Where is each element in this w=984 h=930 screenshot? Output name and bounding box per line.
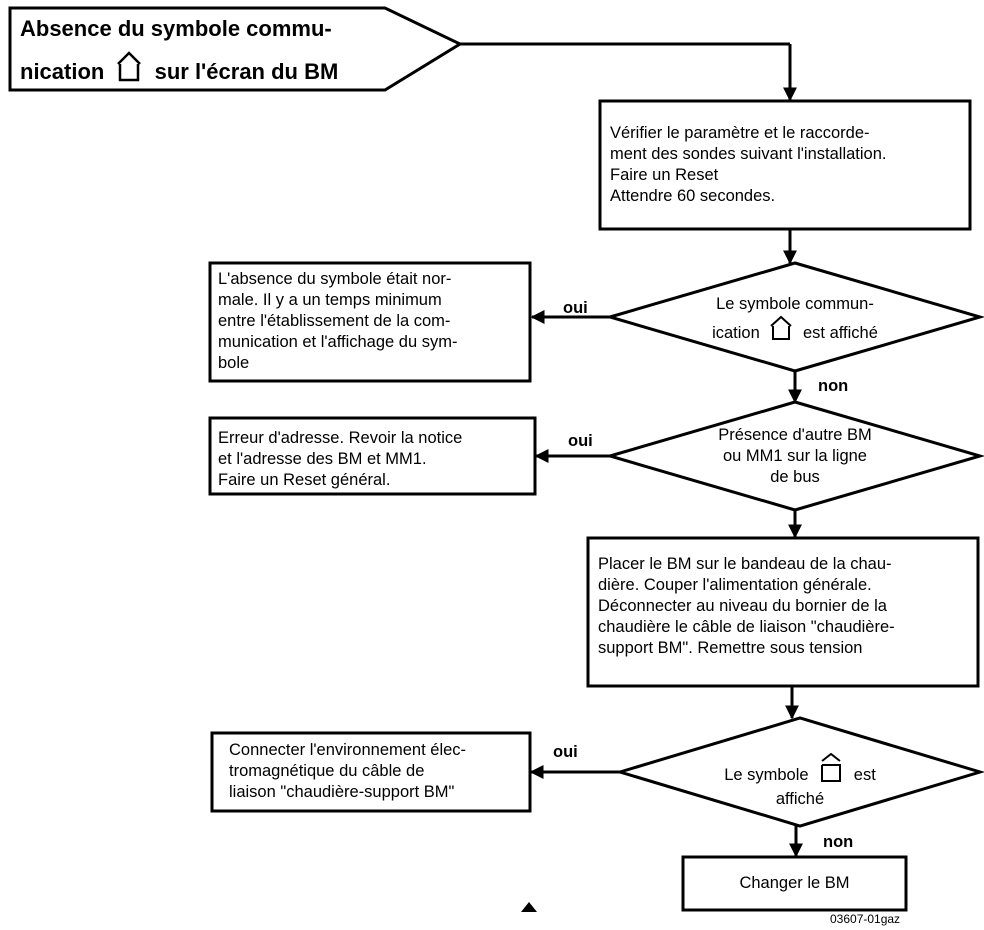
label-oui-3: oui (553, 743, 578, 761)
left1-text: L'absence du symbole était nor- male. Il… (218, 269, 457, 374)
left3-line-1: Connecter l'environnement élec- (229, 741, 467, 759)
title-line-2a: nication (20, 59, 105, 84)
decision3-line-1b: est (853, 766, 876, 784)
left1-line-4: munication et l'affichage du sym- (218, 333, 458, 351)
label-non-1: non (818, 377, 849, 395)
title-line-1: Absence du symbole commu- (20, 16, 332, 41)
decision1-line-2b: est affiché (802, 324, 878, 342)
box2-line-5: support BM". Remettre sous tension (598, 639, 863, 657)
communication-house-icon-d3 (819, 752, 843, 789)
box-change-bm (681, 855, 908, 912)
final-text: Changer le BM (739, 874, 850, 892)
decision2-text: Présence d'autre BM ou MM1 sur la ligne … (660, 425, 930, 488)
title-line-2: nication sur l'écran du BM (20, 50, 338, 90)
box-address-error (208, 416, 537, 496)
decision2-line-2: ou MM1 sur la ligne (723, 447, 867, 465)
left1-line-2: male. Il y a un temps minimum (218, 291, 442, 309)
triangle-mark (521, 902, 537, 912)
communication-house-icon (116, 50, 142, 90)
label-oui-1: oui (563, 299, 588, 317)
box-connect-environment (210, 731, 532, 813)
box-check-parameters (598, 99, 972, 231)
box1-line-2: ment des sondes suivant l'installation. (610, 145, 887, 163)
box1-line-3: Faire un Reset (610, 166, 719, 184)
label-oui-2: oui (568, 432, 593, 450)
left3-line-2: tromagnétique du câble de (229, 762, 425, 780)
box-absence-normal (208, 261, 532, 383)
communication-house-icon-d1 (770, 315, 793, 347)
left2-line-3: Faire un Reset général. (218, 471, 391, 489)
left3-line-3: liaison "chaudière-support BM" (229, 783, 455, 801)
decision3-line-1: Le symbole est (665, 752, 935, 789)
box2-line-4: chaudière le câble de liaison "chaudière… (598, 618, 895, 636)
title-line-2b: sur l'écran du BM (154, 59, 339, 84)
left1-line-1: L'absence du symbole était nor- (218, 270, 452, 288)
decision1-line-2a: ication (712, 324, 760, 342)
decision1-text: Le symbole commun- ication est affiché (660, 294, 930, 347)
box2-line-3: Déconnecter au niveau du bornier de la (598, 597, 887, 615)
title-shape (8, 6, 464, 92)
decision2-line-3: de bus (770, 468, 820, 486)
left2-text: Erreur d'adresse. Revoir la notice et l'… (218, 428, 462, 491)
decision2-line-1: Présence d'autre BM (718, 426, 872, 444)
box1-text: Vérifier le paramètre et le raccorde- me… (610, 123, 886, 207)
box-place-bm (586, 536, 980, 688)
decision-symbol-displayed (604, 261, 984, 373)
label-non-3: non (823, 833, 854, 851)
left1-line-5: bole (218, 354, 250, 372)
decision3-text: Le symbole est affiché (665, 752, 935, 810)
box1-line-4: Attendre 60 secondes. (610, 187, 776, 205)
box2-text: Placer le BM sur le bandeau de la chau- … (598, 554, 895, 659)
left3-text: Connecter l'environnement élec- tromagné… (229, 740, 466, 803)
decision3-line-1a: Le symbole (724, 766, 809, 784)
box2-line-1: Placer le BM sur le bandeau de la chau- (598, 555, 892, 573)
decision1-line-2: ication est affiché (660, 315, 930, 347)
decision-other-bm-on-bus (604, 400, 984, 512)
left2-line-1: Erreur d'adresse. Revoir la notice (218, 429, 463, 447)
box2-line-2: dière. Couper l'alimentation générale. (598, 576, 872, 594)
left2-line-2: et l'adresse des BM et MM1. (218, 450, 427, 468)
decision3-line-2: affiché (775, 790, 825, 808)
decision1-line-1: Le symbole commun- (716, 295, 874, 313)
reference-code: 03607-01gaz (830, 912, 901, 926)
decision-symbol-displayed-2 (614, 716, 984, 828)
left1-line-3: entre l'établissement de la com- (218, 312, 451, 330)
box1-line-1: Vérifier le paramètre et le raccorde- (610, 124, 870, 142)
